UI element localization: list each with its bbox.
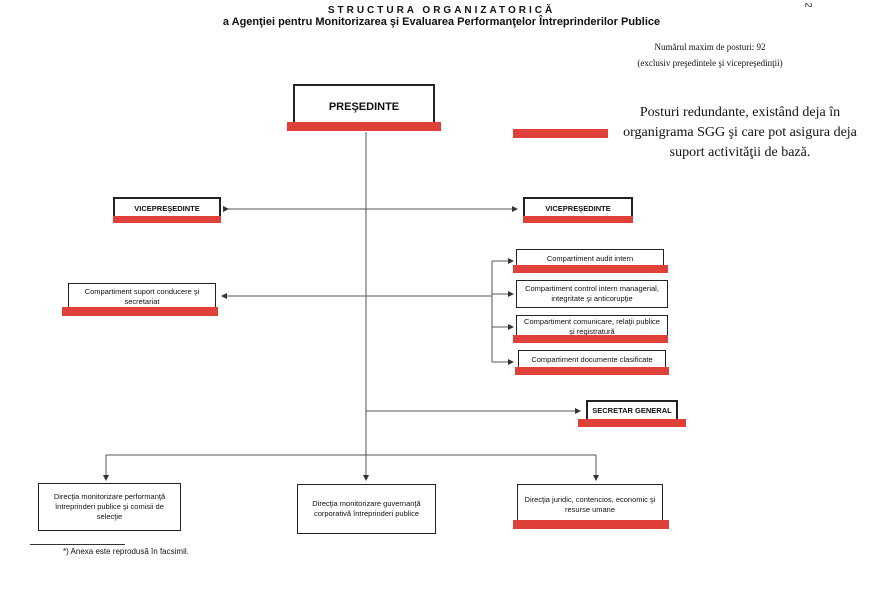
control-box: Compartiment control intern managerial, …	[516, 280, 668, 308]
redundant-marker-secretary	[578, 419, 686, 427]
max-posts-info: Numărul maxim de posturi: 92 (exclusiv p…	[630, 39, 790, 71]
max-posts-note: (exclusiv preşedintele şi vicepreşedinţi…	[637, 58, 783, 68]
max-posts-text: Numărul maxim de posturi: 92	[654, 42, 766, 52]
redundant-marker-vp-right	[523, 216, 633, 223]
document-title: STRUCTURA ORGANIZATORICĂ	[327, 5, 556, 16]
redundant-marker-support	[62, 307, 218, 316]
direction-performance-box: Direcţia monitorizare performanţă întrep…	[38, 483, 181, 531]
footnote-divider	[30, 544, 125, 545]
legend-swatch	[513, 129, 608, 138]
legend-text: Posturi redundante, existând deja în org…	[623, 105, 857, 160]
document-subtitle: a Agenţiei pentru Monitorizarea şi Evalu…	[222, 16, 661, 28]
direction-governance-box: Direcţia monitorizare guvernanţă corpora…	[297, 484, 436, 534]
redundant-marker-president	[287, 122, 441, 131]
page-number: 2	[803, 2, 814, 8]
redundant-marker-audit	[513, 265, 668, 273]
redundant-marker-communication	[513, 335, 668, 343]
redundant-marker-legal	[513, 520, 669, 529]
footnote: *) Anexa este reprodusă în facsimil.	[63, 547, 189, 556]
redundant-marker-documents	[515, 367, 669, 375]
support-box: Compartiment suport conducere şi secreta…	[68, 283, 216, 310]
redundant-marker-vp-left	[113, 216, 221, 223]
